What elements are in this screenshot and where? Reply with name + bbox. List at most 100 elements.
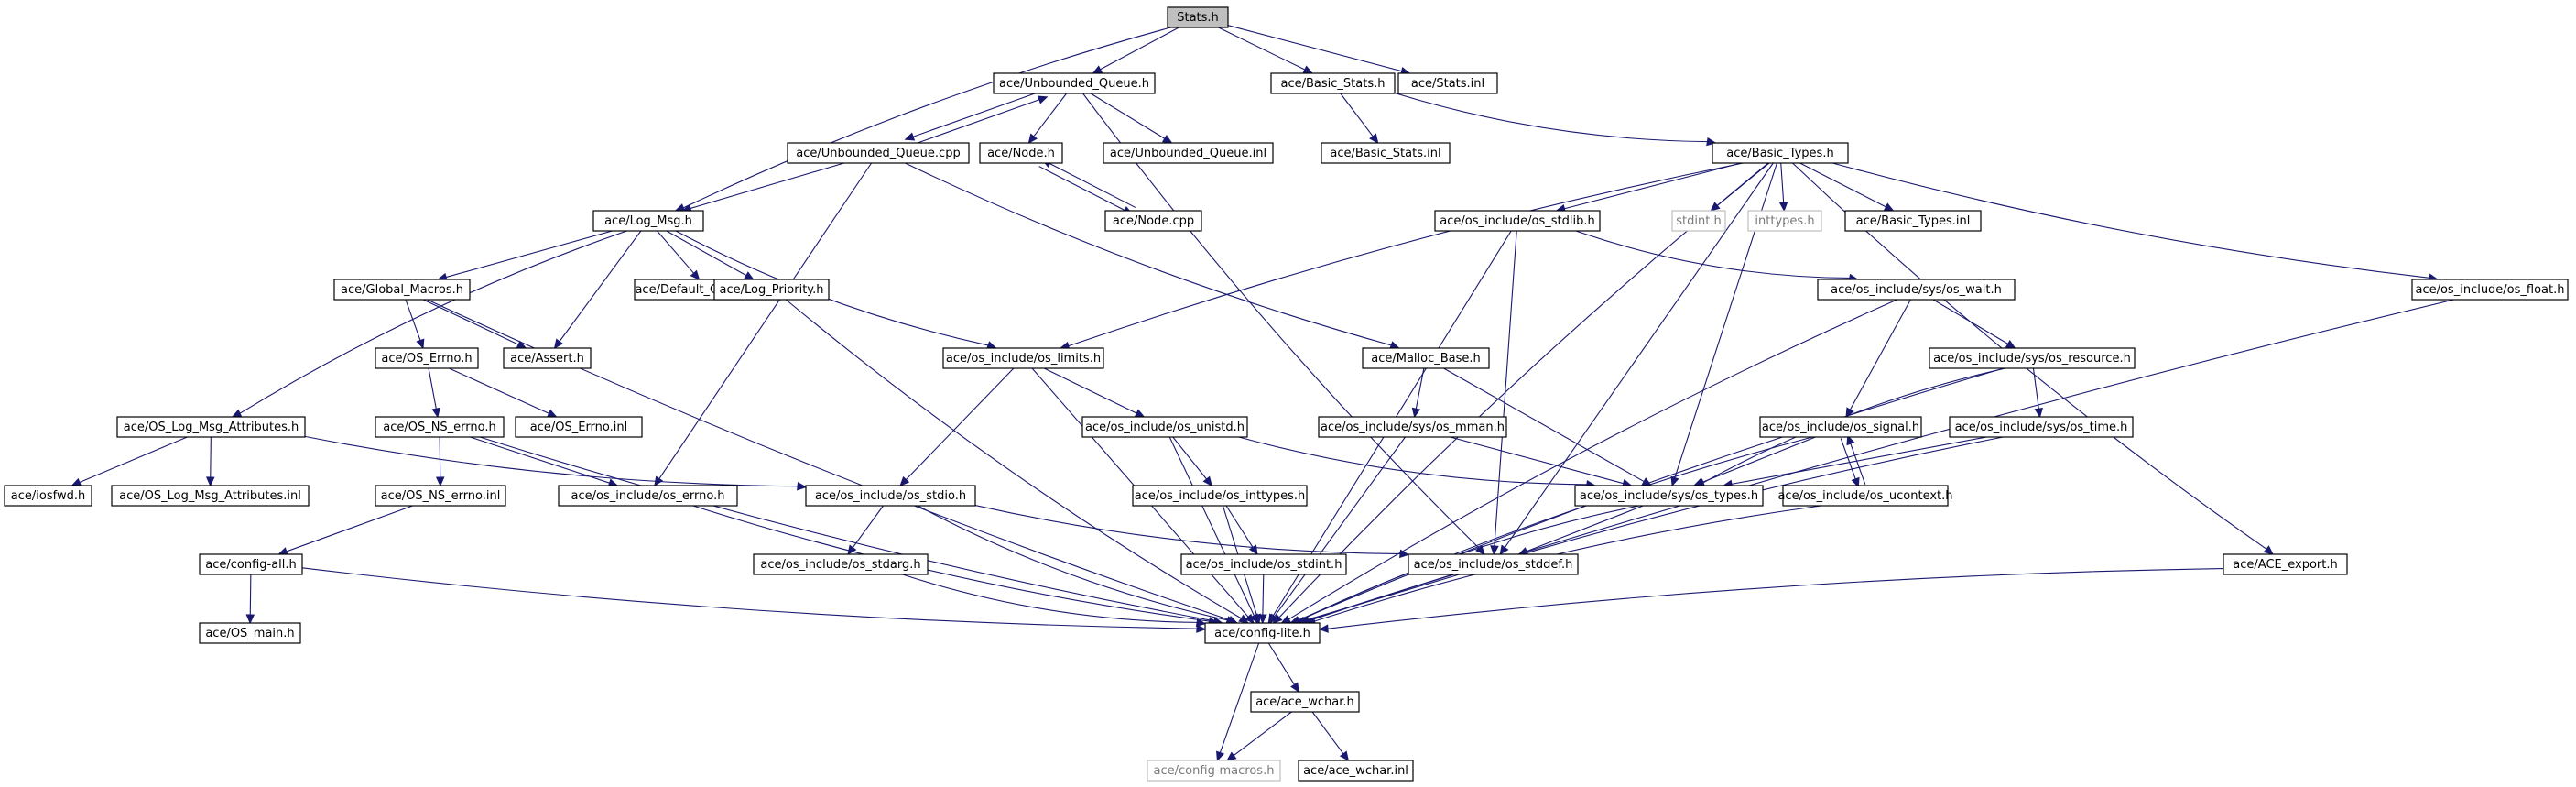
edge-log_priority_h-to-config_lite_h xyxy=(785,299,1242,619)
node-os_main_h[interactable]: ace/OS_main.h xyxy=(199,622,301,644)
arrowhead-os_stdio_h-to-os_stddef_h xyxy=(1399,549,1410,559)
node-unbounded_queue_h[interactable]: ace/Unbounded_Queue.h xyxy=(993,72,1156,94)
node-iosfwd_h[interactable]: ace/iosfwd.h xyxy=(4,485,92,507)
node-basic_types_h[interactable]: ace/Basic_Types.h xyxy=(1712,142,1849,164)
node-ace_wchar_inl[interactable]: ace/ace_wchar.inl xyxy=(1298,760,1414,782)
edge-stats_h-to-basic_stats_h xyxy=(1218,27,1306,71)
edge-os_wait_h-to-os_resource_h xyxy=(1932,299,2008,344)
node-ace_wchar_h[interactable]: ace/ace_wchar.h xyxy=(1250,691,1360,713)
node-ace_export_h[interactable]: ace/ACE_export.h xyxy=(2223,553,2348,575)
node-os_inttypes_h[interactable]: ace/os_include/os_inttypes.h xyxy=(1132,485,1308,507)
arrowhead-os_limits_h-to-os_stdio_h xyxy=(899,475,910,486)
node-os_limits_h[interactable]: ace/os_include/os_limits.h xyxy=(942,347,1104,369)
node-label: ace/OS_Log_Msg_Attributes.inl xyxy=(119,489,301,503)
node-os_errno_h[interactable]: ace/OS_Errno.h xyxy=(375,347,479,369)
node-os_log_msg_attributes_h[interactable]: ace/OS_Log_Msg_Attributes.h xyxy=(116,416,306,438)
node-label: ace/Basic_Types.inl xyxy=(1856,214,1971,228)
node-config_all_h[interactable]: ace/config-all.h xyxy=(199,553,303,575)
node-label: ace/os_include/os_stdio.h xyxy=(815,489,966,503)
node-label: ace/iosfwd.h xyxy=(11,489,85,503)
arrowhead-os_errno_h-to-os_ns_errno_h xyxy=(431,407,440,419)
node-log_priority_h[interactable]: ace/Log_Priority.h xyxy=(713,279,830,301)
node-config_lite_h[interactable]: ace/config-lite.h xyxy=(1204,622,1321,644)
node-os_time_h[interactable]: ace/os_include/sys/os_time.h xyxy=(1949,416,2134,438)
node-basic_stats_inl[interactable]: ace/Basic_Stats.inl xyxy=(1321,142,1451,164)
edge-ace_wchar_h-to-config_macros_h xyxy=(1233,711,1292,757)
node-assert_h[interactable]: ace/Assert.h xyxy=(503,347,592,369)
node-os_include_errno_h[interactable]: ace/os_include/os_errno.h xyxy=(558,485,738,507)
edge-os_unistd_h-to-os_types_h xyxy=(1238,436,1587,486)
node-malloc_base_h[interactable]: ace/Malloc_Base.h xyxy=(1362,347,1490,369)
node-label: ace/os_include/os_stdlib.h xyxy=(1440,214,1594,228)
node-label: ace/os_include/os_signal.h xyxy=(1762,421,1919,434)
node-os_unistd_h[interactable]: ace/os_include/os_unistd.h xyxy=(1081,416,1248,438)
edge-os_ns_errno_h-to-config_lite_h xyxy=(479,436,1214,622)
node-box xyxy=(753,553,929,575)
node-os_errno_inl[interactable]: ace/OS_Errno.inl xyxy=(515,416,643,438)
node-box xyxy=(199,553,303,575)
node-label: ace/OS_Errno.inl xyxy=(530,421,627,434)
node-box xyxy=(558,485,738,507)
arrowhead-malloc_base_h-to-os_mman_h xyxy=(1411,407,1421,419)
edge-unbounded_queue_h-to-node_h xyxy=(1033,93,1068,137)
node-os_ns_errno_inl[interactable]: ace/OS_NS_errno.inl xyxy=(375,485,506,507)
node-os_stdint_h[interactable]: ace/os_include/os_stdint.h xyxy=(1180,553,1347,575)
edge-os_inttypes_h-to-os_stdint_h xyxy=(1225,505,1254,548)
node-label: ace/Assert.h xyxy=(510,352,584,366)
node-os_log_msg_attributes_inl[interactable]: ace/OS_Log_Msg_Attributes.inl xyxy=(111,485,310,507)
arrowhead-os_ns_errno_h-to-os_ns_errno_inl xyxy=(435,476,445,487)
node-node_h[interactable]: ace/Node.h xyxy=(979,142,1063,164)
edge-os_include_errno_h-to-config_lite_h xyxy=(692,505,1210,622)
node-os_stddef_h[interactable]: ace/os_include/os_stddef.h xyxy=(1408,553,1579,575)
edge-os_time_h-to-config_lite_h xyxy=(1308,436,2004,622)
node-os_float_h[interactable]: ace/os_include/os_float.h xyxy=(2411,279,2569,301)
edge-os_log_msg_attributes_h-to-os_stdio_h xyxy=(304,435,799,487)
node-os_stdio_h[interactable]: ace/os_include/os_stdio.h xyxy=(805,485,976,507)
node-os_types_h[interactable]: ace/os_include/sys/os_types.h xyxy=(1574,485,1764,507)
node-os_ucontext_h[interactable]: ace/os_include/os_ucontext.h xyxy=(1777,485,1953,507)
arrowhead-log_msg_h-to-assert_h xyxy=(553,338,564,349)
node-box xyxy=(1298,760,1414,782)
edge-malloc_base_h-to-os_types_h xyxy=(1443,367,1645,483)
node-basic_stats_h[interactable]: ace/Basic_Stats.h xyxy=(1270,72,1396,94)
arrowhead-unbounded_queue_cpp-to-unbounded_queue_h xyxy=(1037,95,1049,104)
node-label: ace/Unbounded_Queue.inl xyxy=(1110,147,1266,160)
edge-os_limits_h-to-os_stdio_h xyxy=(905,367,1015,480)
node-box xyxy=(1318,416,1507,438)
node-stats_h[interactable]: Stats.h xyxy=(1167,6,1229,28)
node-label: ace/OS_Log_Msg_Attributes.h xyxy=(124,421,299,434)
arrowhead-os_log_msg_attributes_h-to-iosfwd_h xyxy=(71,477,82,486)
node-label: ace/os_include/os_stddef.h xyxy=(1414,558,1573,572)
node-global_macros_h[interactable]: ace/Global_Macros.h xyxy=(333,279,471,301)
node-os_wait_h[interactable]: ace/os_include/sys/os_wait.h xyxy=(1817,279,2016,301)
node-os_ns_errno_h[interactable]: ace/OS_NS_errno.h xyxy=(375,416,505,438)
edge-os_signal_h-to-os_types_h xyxy=(1701,436,1816,484)
arrowhead-os_inttypes_h-to-os_stdint_h xyxy=(1248,544,1258,556)
arrowhead-os_wait_h-to-os_signal_h xyxy=(1845,407,1854,419)
arrowhead-basic_types_h-to-basic_types_inl xyxy=(1883,202,1895,212)
node-node_cpp[interactable]: ace/Node.cpp xyxy=(1104,210,1202,232)
edge-os_stdio_h-to-os_stdarg_h xyxy=(852,505,884,549)
node-os_signal_h[interactable]: ace/os_include/os_signal.h xyxy=(1759,416,1922,438)
node-log_msg_h[interactable]: ace/Log_Msg.h xyxy=(592,210,704,232)
node-os_stdlib_h[interactable]: ace/os_include/os_stdlib.h xyxy=(1434,210,1601,232)
node-box xyxy=(1408,553,1579,575)
edge-os_signal_h-to-os_ucontext_h xyxy=(1840,438,1856,480)
node-os_mman_h[interactable]: ace/os_include/sys/os_mman.h xyxy=(1318,416,1507,438)
edge-unbounded_queue_h-to-unbounded_queue_inl xyxy=(1090,93,1166,139)
node-label: ace/ace_wchar.inl xyxy=(1303,764,1408,778)
arrowhead-os_log_msg_attributes_h-to-os_log_msg_attributes_inl xyxy=(206,476,215,487)
node-os_resource_h[interactable]: ace/os_include/sys/os_resource.h xyxy=(1929,347,2136,369)
node-unbounded_queue_inl[interactable]: ace/Unbounded_Queue.inl xyxy=(1103,142,1274,164)
node-label: ace/config-macros.h xyxy=(1154,764,1275,778)
edge-os_wait_h-to-os_signal_h xyxy=(1849,299,1911,410)
node-basic_types_inl[interactable]: ace/Basic_Types.inl xyxy=(1844,210,1982,232)
edge-os_ns_errno_inl-to-config_all_h xyxy=(286,505,413,552)
arrowhead-stats_h-to-unbounded_queue_h xyxy=(1092,65,1103,74)
node-os_stdarg_h[interactable]: ace/os_include/os_stdarg.h xyxy=(753,553,929,575)
edge-ace_wchar_h-to-ace_wchar_inl xyxy=(1311,711,1344,755)
node-unbounded_queue_cpp[interactable]: ace/Unbounded_Queue.cpp xyxy=(787,142,970,164)
edge-log_msg_h-to-global_macros_h xyxy=(445,230,613,279)
node-label: ace/OS_main.h xyxy=(205,627,294,640)
node-stats_inl[interactable]: ace/Stats.inl xyxy=(1397,72,1498,94)
